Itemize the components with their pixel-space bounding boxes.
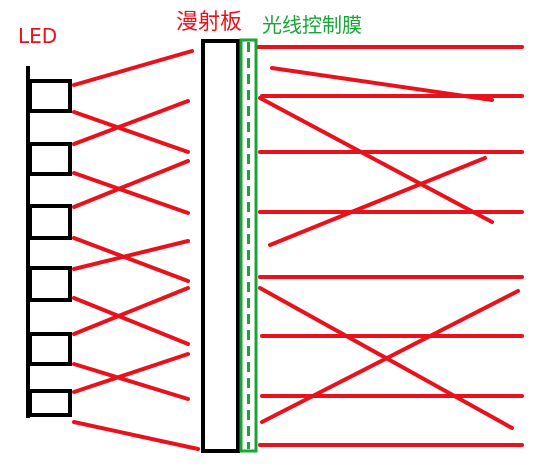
diffuser-label: 漫射板 (176, 10, 243, 35)
output-rays (256, 45, 524, 447)
ray-led (72, 362, 190, 401)
led-5 (28, 332, 72, 366)
ray-led (72, 99, 190, 146)
led-1 (28, 79, 72, 113)
led-3 (28, 204, 72, 240)
light-control-film (239, 38, 258, 453)
ray-led (72, 286, 190, 336)
led-4 (28, 266, 72, 302)
ray-led (72, 236, 190, 283)
ray-led (72, 49, 194, 87)
ray-out (260, 289, 520, 424)
led-rays (72, 49, 200, 451)
film-border (239, 38, 258, 453)
ray-led (72, 352, 190, 394)
led-array (26, 66, 72, 418)
ray-out (268, 156, 487, 247)
ray-out (258, 96, 494, 224)
ray-led (72, 110, 190, 154)
ray-led (72, 159, 190, 209)
ray-led (72, 171, 190, 215)
ray-led (72, 239, 190, 271)
ray-led (72, 420, 200, 451)
ray-led (72, 296, 190, 346)
led-6 (28, 389, 72, 417)
diffuser-plate (201, 39, 240, 453)
led-label: LED (18, 24, 58, 48)
led-2 (28, 142, 72, 176)
light-control-film-label: 光线控制膜 (262, 13, 362, 37)
